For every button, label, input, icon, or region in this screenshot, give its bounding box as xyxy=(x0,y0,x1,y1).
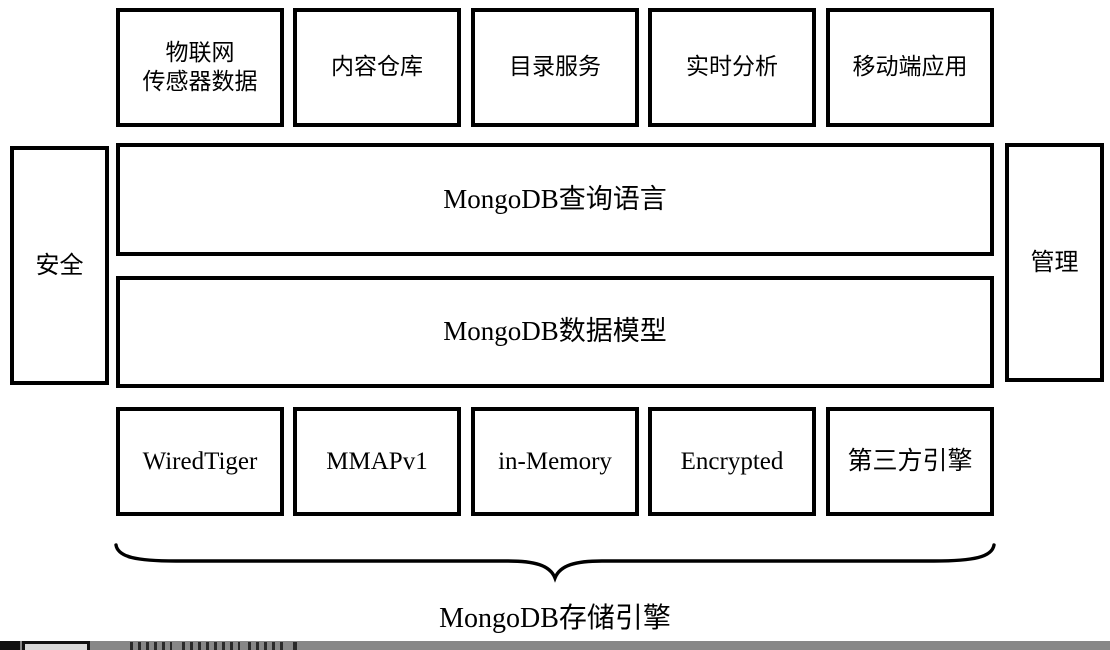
text-fragment xyxy=(130,642,172,650)
app-box-label: 内容仓库 xyxy=(331,54,423,80)
cutoff-outlined-block xyxy=(22,641,90,650)
app-box-iot-sensor-data: 物联网 传感器数据 xyxy=(116,8,284,127)
engine-box-label: in-Memory xyxy=(498,447,612,475)
curly-brace-icon xyxy=(110,538,1000,584)
security-label: 安全 xyxy=(35,252,84,279)
engine-box-label: MMAPv1 xyxy=(326,447,428,475)
data-model-bar: MongoDB数据模型 xyxy=(116,276,994,388)
data-model-label: MongoDB数据模型 xyxy=(443,316,667,347)
app-box-label: 物联网 传感器数据 xyxy=(142,39,258,94)
text-fragment xyxy=(182,642,240,650)
query-language-bar: MongoDB查询语言 xyxy=(116,143,994,256)
app-box-mobile-apps: 移动端应用 xyxy=(826,8,994,127)
engine-box-label: WiredTiger xyxy=(142,447,258,475)
engine-box-wiredtiger: WiredTiger xyxy=(116,407,284,516)
app-box-content-warehouse: 内容仓库 xyxy=(293,8,461,127)
engine-box-encrypted: Encrypted xyxy=(648,407,816,516)
cutoff-black-block xyxy=(0,641,20,650)
app-box-label: 实时分析 xyxy=(686,54,778,80)
security-sidebar-box: 安全 xyxy=(10,146,109,385)
management-sidebar-box: 管理 xyxy=(1005,143,1104,382)
app-box-label: 移动端应用 xyxy=(852,54,968,80)
engine-box-in-memory: in-Memory xyxy=(471,407,639,516)
engine-box-mmapv1: MMAPv1 xyxy=(293,407,461,516)
cutoff-strip xyxy=(0,641,1110,650)
cutoff-text-fragments xyxy=(130,642,302,650)
text-fragment xyxy=(293,642,297,650)
query-language-label: MongoDB查询语言 xyxy=(443,183,667,214)
text-fragment xyxy=(248,642,288,650)
engine-box-label: 第三方引擎 xyxy=(847,447,973,475)
app-box-label: 目录服务 xyxy=(509,54,601,80)
management-label: 管理 xyxy=(1030,249,1079,276)
app-box-realtime-analytics: 实时分析 xyxy=(648,8,816,127)
engine-box-label: Encrypted xyxy=(680,447,784,475)
app-box-directory-service: 目录服务 xyxy=(471,8,639,127)
engine-box-third-party: 第三方引擎 xyxy=(826,407,994,516)
storage-engines-caption: MongoDB存储引擎 xyxy=(439,603,671,634)
